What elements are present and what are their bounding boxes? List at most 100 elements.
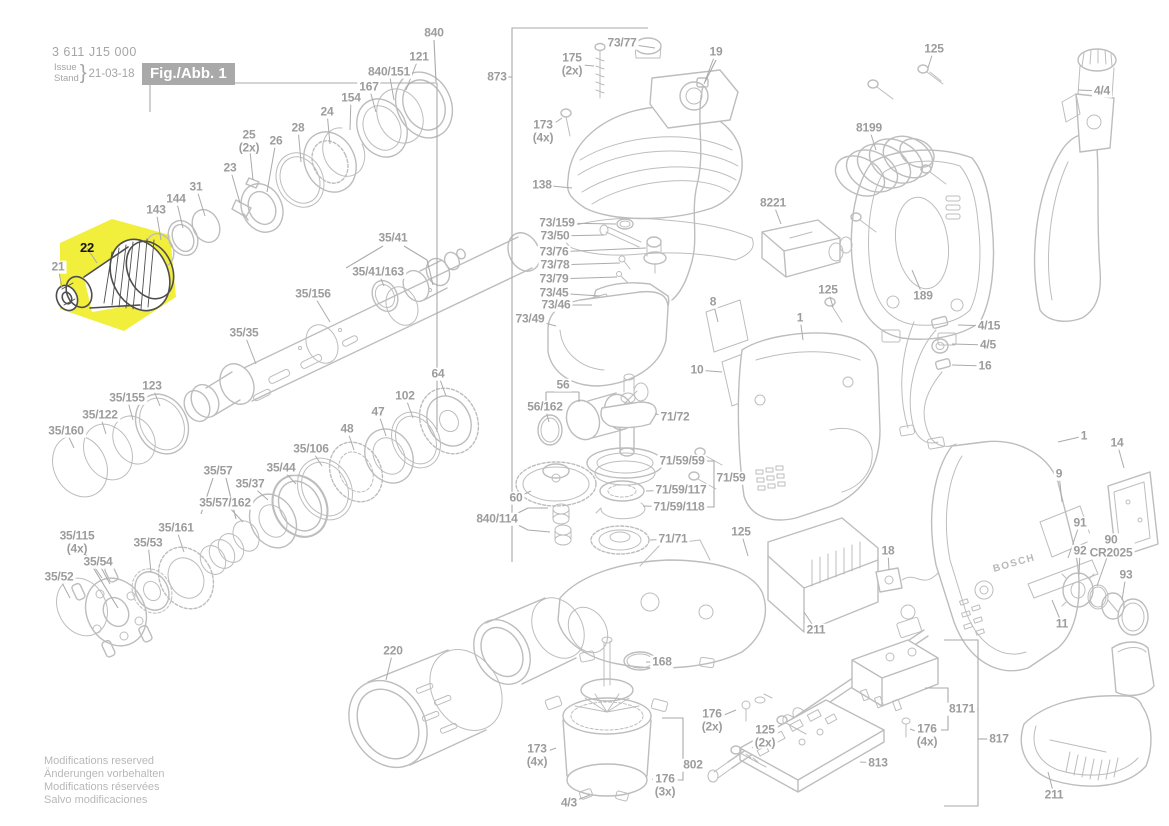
part-label-35-156: 35/156 <box>293 286 333 301</box>
part-label-138: 138 <box>530 177 554 192</box>
part-label-18: 18 <box>879 543 897 558</box>
part-label-125: 125 <box>922 41 946 56</box>
part-label-8: 8 <box>707 294 719 309</box>
part-label-4-5: 4/5 <box>977 337 999 352</box>
modifications-note: Modifications reserved Änderungen vorbeh… <box>44 755 164 807</box>
part-label-173: 173(4x) <box>530 117 556 144</box>
bracket-line <box>403 245 434 286</box>
part-label-91: 91 <box>1071 515 1089 530</box>
brace-glyph: } <box>79 62 87 84</box>
part-label-73-50: 73/50 <box>538 228 572 243</box>
part-label-4-3: 4/3 <box>558 795 580 810</box>
part-label-121: 121 <box>407 49 431 64</box>
part-label-125: 125 <box>729 524 753 539</box>
part-label-175: 175(2x) <box>559 50 585 77</box>
part-label-24: 24 <box>318 104 336 119</box>
part-label-35-57: 35/57 <box>201 463 235 478</box>
part-label-176: 176(2x) <box>699 706 725 733</box>
part-label-22: 22 <box>79 240 95 256</box>
part-label-48: 48 <box>338 421 356 436</box>
part-label-60: 60 <box>507 490 525 505</box>
part-label-35-52: 35/52 <box>42 569 76 584</box>
part-label-144: 144 <box>164 191 188 206</box>
figure-badge: Fig./Abb. 1 <box>142 63 235 85</box>
part-label-211: 211 <box>1042 787 1066 802</box>
issue-label: Issue <box>54 61 77 73</box>
part-label-176: 176(4x) <box>914 721 940 748</box>
part-label-64: 64 <box>429 366 447 381</box>
part-label-35-57-162: 35/57/162 <box>197 495 253 510</box>
part-label-8221: 8221 <box>758 195 788 210</box>
part-label-56: 56 <box>554 377 572 392</box>
part-label-47: 47 <box>369 404 387 419</box>
part-label-73-49: 73/49 <box>513 311 547 326</box>
part-label-73-76: 73/76 <box>537 244 571 259</box>
modifications-note-line: Modifications reserved <box>44 755 155 767</box>
part-label-14: 14 <box>1108 435 1126 450</box>
part-label-35-155: 35/155 <box>107 390 147 405</box>
part-label-1: 1 <box>794 310 806 325</box>
part-label-35-44: 35/44 <box>264 460 298 475</box>
bracket-line <box>433 39 437 83</box>
part-label-802: 802 <box>681 757 705 772</box>
part-label-11: 11 <box>1053 616 1071 631</box>
part-label-73-159: 73/159 <box>537 215 577 230</box>
part-label-35-37: 35/37 <box>233 476 267 491</box>
part-label-23: 23 <box>221 160 239 175</box>
bracket-frames <box>85 27 988 807</box>
part-label-35-106: 35/106 <box>291 441 331 456</box>
part-label-71-59: 71/59 <box>714 470 748 485</box>
bracket-line <box>944 639 979 807</box>
part-label-35-35: 35/35 <box>227 325 261 340</box>
leader-line <box>266 140 277 193</box>
modifications-note-line: Änderungen vorbehalten <box>44 767 165 780</box>
part-label-35-161: 35/161 <box>156 520 196 535</box>
modifications-note-line: Salvo modificaciones <box>44 793 148 806</box>
part-label-71-72: 71/72 <box>658 409 692 424</box>
issue-date: 21-03-18 <box>88 67 135 80</box>
part-label-73-45: 73/45 <box>537 285 571 300</box>
part-label-1: 1 <box>1078 428 1090 443</box>
part-label-35-53: 35/53 <box>131 535 165 550</box>
part-label-71-59-59: 71/59/59 <box>657 453 707 468</box>
issue-stand-block: Issue Stand } 21-03-18 <box>54 62 135 85</box>
part-label-102: 102 <box>393 388 417 403</box>
bracket-line <box>345 245 384 269</box>
part-label-21: 21 <box>49 259 67 274</box>
part-label-125: 125(2x) <box>752 722 778 749</box>
part-label-35-41-163: 35/41/163 <box>350 264 406 279</box>
bracket-line <box>707 460 715 508</box>
part-label-813: 813 <box>866 755 890 770</box>
part-label-817: 817 <box>987 731 1011 746</box>
stand-label: Stand <box>54 72 79 84</box>
part-label-73-77: 73/77 <box>605 35 639 50</box>
part-label-168: 168 <box>650 654 674 669</box>
document-number: 3 611 J15 000 <box>52 45 137 59</box>
part-label-4-15: 4/15 <box>975 318 1003 333</box>
part-label-71-59-118: 71/59/118 <box>651 499 707 514</box>
part-label-176: 176(3x) <box>652 771 678 798</box>
part-label-19: 19 <box>707 44 725 59</box>
bracket-line <box>515 507 548 515</box>
modifications-note-line: Modifications réservées <box>44 780 160 793</box>
part-label-840: 840 <box>422 25 446 40</box>
leader-line <box>86 247 98 264</box>
part-label-56-162: 56/162 <box>525 399 565 414</box>
part-label-71-71: 71/71 <box>656 531 690 546</box>
part-label-125: 125 <box>816 282 840 297</box>
part-label-73-46: 73/46 <box>539 297 573 312</box>
bracket-line <box>149 82 438 432</box>
part-label-123: 123 <box>140 378 164 393</box>
part-label-8199: 8199 <box>854 120 884 135</box>
part-label-8171: 8171 <box>947 701 977 716</box>
part-label-143: 143 <box>144 202 168 217</box>
part-label-35-122: 35/122 <box>80 407 120 422</box>
part-label-211: 211 <box>804 622 828 637</box>
part-label-93: 93 <box>1117 567 1135 582</box>
part-label-73-79: 73/79 <box>537 271 571 286</box>
part-label-71-59-117: 71/59/117 <box>653 482 709 497</box>
part-label-35-54: 35/54 <box>81 554 115 569</box>
part-label-154: 154 <box>339 90 363 105</box>
